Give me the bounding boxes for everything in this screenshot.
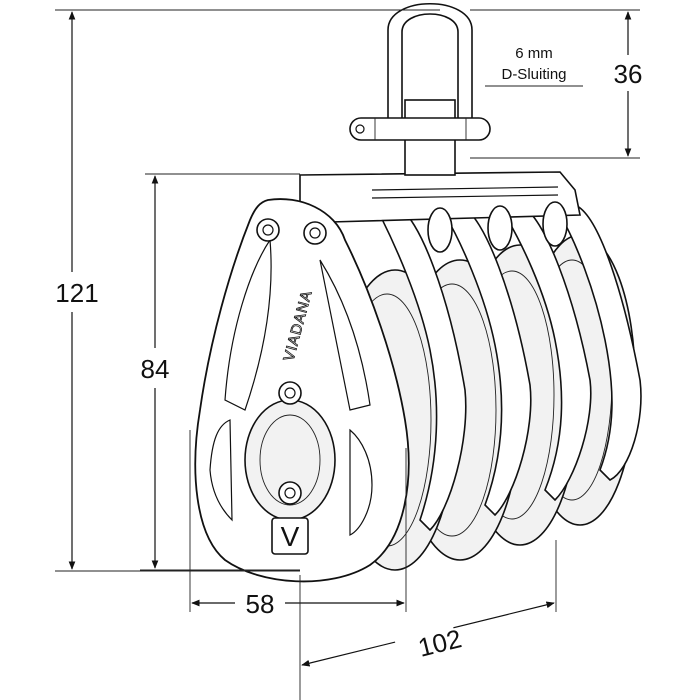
shackle-size-label: 6 mm — [515, 45, 553, 62]
shackle-type-label: D-Sluiting — [501, 66, 566, 83]
cheek-plate-4 — [558, 204, 642, 481]
head-bar — [299, 171, 581, 253]
rivet-top-right — [303, 221, 327, 245]
dimension-sheave-height-label: 84 — [141, 354, 170, 384]
dimension-shackle-height: 36 — [470, 9, 655, 159]
rivet-center — [278, 381, 302, 405]
cheek-plate-3 — [503, 204, 592, 502]
dimension-total-height: 121 — [42, 9, 440, 572]
rivet-top-left — [256, 218, 280, 242]
front-cheek-plate — [194, 198, 410, 583]
shackle — [349, 3, 491, 176]
rivet-bottom — [278, 481, 302, 505]
brand-logo-letter: V — [281, 521, 300, 552]
dimension-total-height-label: 121 — [55, 278, 98, 308]
cheek-plate-2 — [443, 204, 532, 517]
cheek-plate-1 — [378, 204, 467, 532]
shackle-callout: 6 mm D-Sluiting — [485, 45, 583, 87]
dimension-shackle-height-label: 36 — [614, 59, 643, 89]
dimension-width-label: 58 — [246, 589, 275, 619]
brand-logo-icon: V — [271, 517, 309, 555]
dimension-sheave-height: 84 — [130, 173, 300, 571]
